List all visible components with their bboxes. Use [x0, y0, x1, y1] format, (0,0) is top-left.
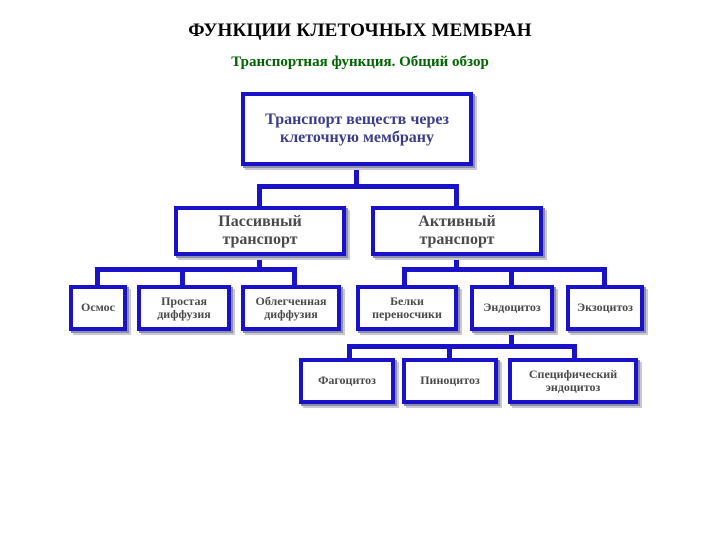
connector-to-passive — [257, 184, 262, 208]
node-endocytosis-label: Эндоцитоз — [483, 300, 541, 315]
node-passive-transport-label: Пассивный транспорт — [218, 213, 302, 248]
connector-active-bus — [402, 267, 607, 272]
node-membrane-transport-label: Транспорт веществ через клеточную мембра… — [265, 111, 449, 146]
connector-level2-bus — [257, 184, 459, 189]
page-title: ФУНКЦИИ КЛЕТОЧНЫХ МЕМБРАН — [188, 20, 532, 41]
node-simple-diffusion: Простая диффузия — [137, 285, 231, 331]
connector-to-pinocytosis — [447, 344, 452, 360]
node-active-transport-label: Активный транспорт — [418, 213, 496, 248]
node-specific-endocytosis-label: Специфический эндоцитоз — [528, 366, 618, 394]
node-phagocytosis-label: Фагоцитоз — [318, 373, 376, 388]
node-facilitated-diffusion: Облегченная диффузия — [241, 285, 341, 331]
connector-to-endocytosis — [509, 267, 514, 287]
connector-to-simple-diffusion — [180, 267, 185, 287]
node-facilitated-diffusion-label: Облегченная диффузия — [255, 293, 327, 321]
connector-endocytosis-down — [509, 329, 514, 347]
node-simple-diffusion-label: Простая диффузия — [157, 293, 211, 321]
node-exocytosis-label: Экзоцитоз — [576, 300, 634, 315]
node-exocytosis: Экзоцитоз — [566, 285, 644, 331]
connector-to-facilitated-diffusion — [292, 267, 297, 287]
node-passive-transport: Пассивный транспорт — [174, 206, 346, 256]
node-pinocytosis-label: Пиноцитоз — [420, 373, 480, 388]
node-phagocytosis: Фагоцитоз — [299, 358, 395, 404]
connector-to-carrier-proteins — [402, 267, 407, 287]
node-osmosis-label: Осмос — [80, 300, 115, 315]
node-pinocytosis: Пиноцитоз — [402, 358, 498, 404]
node-membrane-transport: Транспорт веществ через клеточную мембра… — [241, 92, 473, 166]
connector-to-exocytosis — [602, 267, 607, 287]
connector-root-down — [354, 164, 359, 186]
node-active-transport: Активный транспорт — [371, 206, 543, 256]
node-osmosis: Осмос — [69, 285, 127, 331]
connector-to-active — [454, 184, 459, 208]
connector-passive-down — [257, 254, 262, 270]
connector-passive-bus — [95, 267, 297, 272]
node-specific-endocytosis: Специфический эндоцитоз — [508, 358, 638, 404]
connector-to-phagocytosis — [347, 344, 352, 360]
node-carrier-proteins-label: Белки переносчики — [372, 293, 442, 321]
connector-active-down — [454, 254, 459, 270]
connector-endocytosis-bus — [347, 344, 577, 349]
connector-to-osmosis — [95, 267, 100, 287]
node-carrier-proteins: Белки переносчики — [356, 285, 458, 331]
page-subtitle: Транспортная функция. Общий обзор — [231, 54, 489, 70]
node-endocytosis: Эндоцитоз — [470, 285, 554, 331]
connector-to-specific-endocytosis — [572, 344, 577, 360]
